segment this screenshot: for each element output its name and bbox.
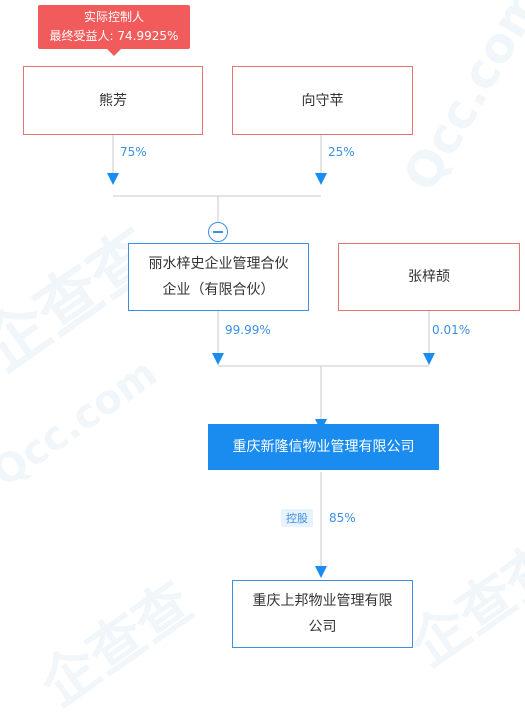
percent-label-2: 25%	[328, 145, 355, 159]
shareholder-name-1: 熊芳	[99, 92, 127, 109]
arrow-to-mid-row-2	[423, 353, 435, 365]
percent-label-3: 99.99%	[225, 323, 271, 337]
collapse-toggle-icon[interactable]	[208, 222, 228, 242]
badge-title: 实际控制人	[83, 10, 144, 24]
focus-company-box[interactable]: 重庆新隆信物业管理有限公司	[208, 424, 439, 470]
percent-label-5: 85%	[329, 511, 356, 525]
subsidiary-box[interactable]: 重庆上邦物业管理有限 公司	[232, 580, 413, 648]
percent-label-1: 75%	[120, 145, 147, 159]
shareholder-name-3-line1: 丽水梓史企业管理合伙	[148, 256, 289, 272]
shareholder-box-3[interactable]: 丽水梓史企业管理合伙 企业（有限合伙）	[128, 243, 309, 311]
shareholder-name-3-line2: 企业（有限合伙）	[162, 282, 275, 298]
holding-tag: 控股	[281, 509, 313, 527]
subsidiary-name-line1: 重庆上邦物业管理有限	[252, 593, 393, 609]
connector-lines	[107, 135, 435, 578]
arrow-to-subsidiary	[315, 566, 327, 578]
shareholder-name-2: 向守苹	[301, 92, 344, 109]
badge-percent: 最终受益人: 74.9925%	[49, 29, 179, 43]
shareholder-box-4[interactable]: 张梓颉	[338, 243, 520, 311]
shareholder-box-1[interactable]: 熊芳	[23, 66, 203, 135]
percent-label-4: 0.01%	[432, 323, 471, 337]
shareholder-name-4: 张梓颉	[408, 269, 450, 285]
arrow-to-top-row	[107, 173, 119, 185]
focus-company-name: 重庆新隆信物业管理有限公司	[232, 439, 415, 455]
arrow-to-top-row-2	[315, 173, 327, 185]
shareholder-box-2[interactable]: 向守苹	[232, 66, 413, 135]
controller-badge: 实际控制人 最终受益人: 74.9925%	[38, 5, 190, 56]
arrow-to-mid-row	[212, 353, 224, 365]
subsidiary-name-line2: 公司	[308, 619, 337, 635]
